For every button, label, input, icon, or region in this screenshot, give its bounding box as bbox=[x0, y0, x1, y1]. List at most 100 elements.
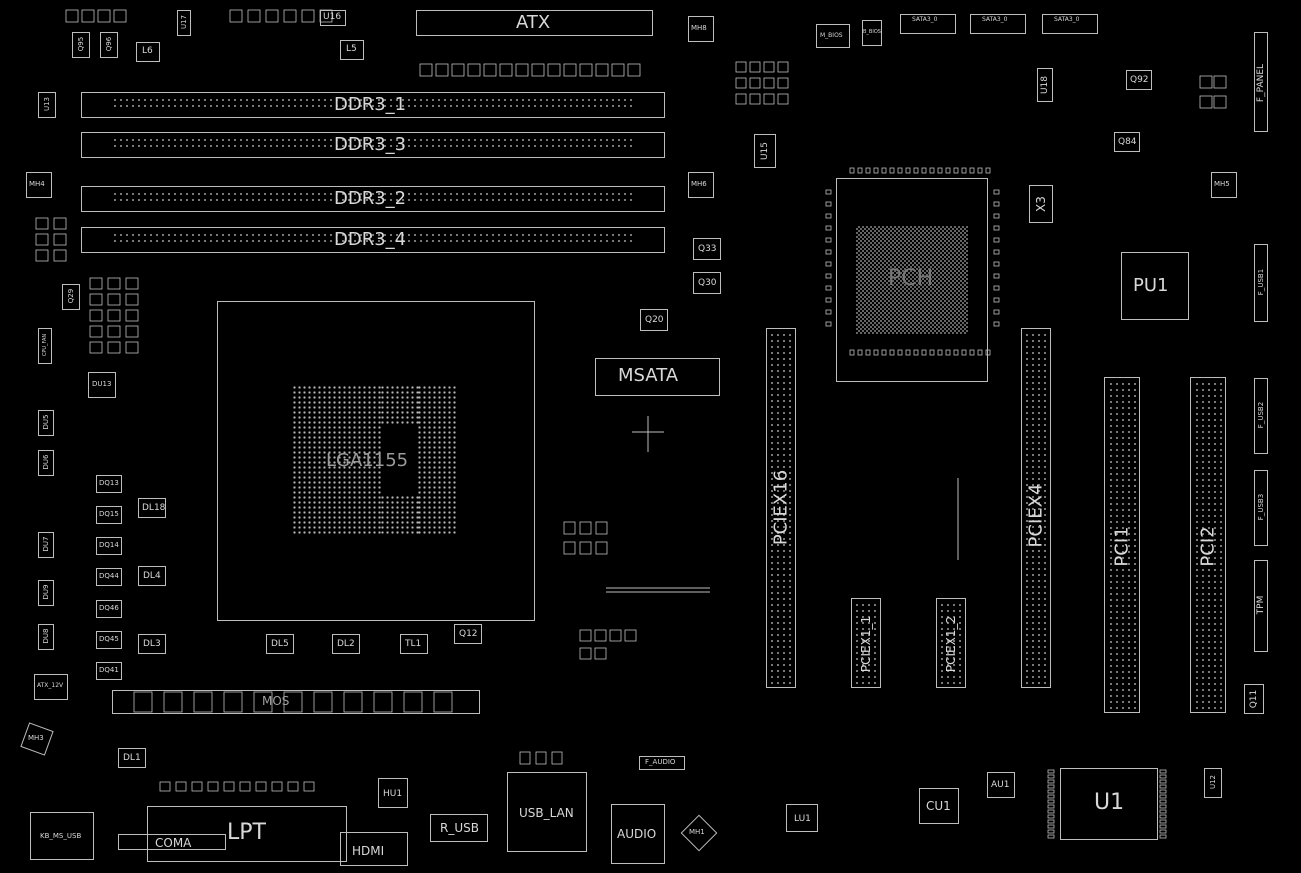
mh5-label: MH5 bbox=[1214, 180, 1230, 188]
q20-label: Q20 bbox=[645, 315, 664, 325]
b-bios-chip bbox=[862, 20, 882, 46]
smd-pad bbox=[897, 167, 903, 174]
smd-pad bbox=[749, 77, 761, 89]
smd-pad bbox=[1159, 824, 1167, 829]
smd-pad bbox=[107, 277, 121, 290]
q20-mosfet bbox=[640, 309, 668, 331]
msata-label: MSATA bbox=[618, 365, 679, 386]
smd-pad bbox=[483, 63, 497, 77]
smd-pad bbox=[579, 629, 592, 642]
smd-pad bbox=[825, 201, 832, 207]
smd-pad bbox=[563, 63, 577, 77]
pciex16-pins bbox=[769, 332, 793, 684]
cpu-socket-pads-bottom bbox=[380, 495, 420, 535]
smd-pad bbox=[937, 167, 943, 174]
smd-pad bbox=[1159, 819, 1167, 824]
smd-pad bbox=[515, 63, 529, 77]
r-usb-label: R_USB bbox=[440, 821, 479, 835]
smd-pad bbox=[1199, 95, 1213, 109]
smd-pad bbox=[283, 9, 297, 23]
smd-pad bbox=[609, 629, 622, 642]
smd-pad bbox=[1047, 794, 1055, 799]
smd-pad bbox=[1047, 834, 1055, 839]
q96-label: Q96 bbox=[105, 36, 113, 52]
atx-12v-connector bbox=[34, 674, 68, 700]
l6-inductor bbox=[136, 42, 160, 62]
kb-ms-usb-label: KB_MS_USB bbox=[40, 832, 82, 840]
lpt-label: LPT bbox=[227, 820, 266, 845]
l5-label: L5 bbox=[346, 44, 357, 54]
dq46-label: DQ46 bbox=[99, 604, 119, 612]
m-bios-label: M_BIOS bbox=[820, 32, 843, 39]
smd-pad bbox=[985, 167, 991, 174]
smd-pad bbox=[53, 217, 67, 230]
pciex1-1-label: PCIEX1_1 bbox=[859, 615, 873, 673]
smd-pad bbox=[271, 781, 283, 792]
smd-pad bbox=[993, 213, 1000, 219]
q84-mosfet bbox=[1114, 132, 1140, 152]
ddr3-slot-4-label: DDR3_4 bbox=[334, 229, 407, 250]
mos-pad bbox=[313, 691, 333, 713]
smd-pad bbox=[1047, 789, 1055, 794]
pciex16-slot bbox=[766, 328, 796, 688]
q33-label: Q33 bbox=[698, 244, 717, 254]
sata-port-1 bbox=[900, 14, 956, 34]
smd-pad bbox=[777, 77, 789, 89]
smd-pad bbox=[1047, 824, 1055, 829]
smd-pad bbox=[993, 309, 1000, 315]
smd-pad bbox=[849, 349, 855, 356]
cpu-fan-label: CPU_FAN bbox=[42, 333, 48, 357]
smd-pad bbox=[579, 647, 592, 660]
atx-label: ATX bbox=[516, 12, 551, 33]
dl5-component bbox=[266, 634, 294, 654]
smd-pad bbox=[945, 349, 951, 356]
smd-pad bbox=[953, 349, 959, 356]
smd-pad bbox=[825, 273, 832, 279]
smd-pad bbox=[579, 63, 593, 77]
smd-pad bbox=[451, 63, 465, 77]
smd-pad bbox=[1047, 784, 1055, 789]
coma-label: COMA bbox=[155, 836, 192, 850]
smd-pad bbox=[563, 521, 576, 535]
smd-pad bbox=[547, 63, 561, 77]
smd-pad bbox=[1047, 774, 1055, 779]
smd-pad bbox=[873, 167, 879, 174]
pciex1-1-pins bbox=[854, 602, 878, 684]
dq46-component bbox=[96, 600, 122, 618]
dq45-label: DQ45 bbox=[99, 635, 119, 643]
smd-pad bbox=[223, 781, 235, 792]
smd-pad bbox=[825, 249, 832, 255]
smd-pad bbox=[89, 325, 103, 338]
smd-pad bbox=[929, 167, 935, 174]
smd-pad bbox=[735, 61, 747, 73]
smd-pad bbox=[825, 213, 832, 219]
smd-pad bbox=[89, 277, 103, 290]
smd-pad bbox=[303, 781, 315, 792]
mh1-label: MH1 bbox=[689, 828, 705, 836]
u16-label: U16 bbox=[323, 12, 342, 22]
q30-mosfet bbox=[693, 272, 721, 294]
smd-pad bbox=[113, 9, 127, 23]
f-usb2-header bbox=[1254, 378, 1268, 454]
smd-pad bbox=[125, 277, 139, 290]
q29-label: Q29 bbox=[67, 288, 75, 304]
dq41-label: DQ41 bbox=[99, 666, 119, 674]
mh6-label: MH6 bbox=[691, 180, 707, 188]
atx-12v-label: ATX_12V bbox=[37, 682, 64, 689]
pciex1-2-slot bbox=[936, 598, 966, 688]
cpu-socket-pads-left bbox=[292, 385, 382, 535]
smd-pad bbox=[897, 349, 903, 356]
b-bios-label: B_BIOS bbox=[863, 29, 881, 35]
smd-pad bbox=[1047, 819, 1055, 824]
smd-pad bbox=[1159, 769, 1167, 774]
smd-pad bbox=[265, 9, 279, 23]
pci2-slot bbox=[1190, 377, 1226, 713]
pci2-pins bbox=[1194, 381, 1222, 709]
mos-pad bbox=[163, 691, 183, 713]
smd-pad bbox=[1159, 784, 1167, 789]
smd-pad bbox=[301, 9, 315, 23]
smd-pad bbox=[1159, 789, 1167, 794]
smd-pad bbox=[499, 63, 513, 77]
smd-pad bbox=[993, 261, 1000, 267]
